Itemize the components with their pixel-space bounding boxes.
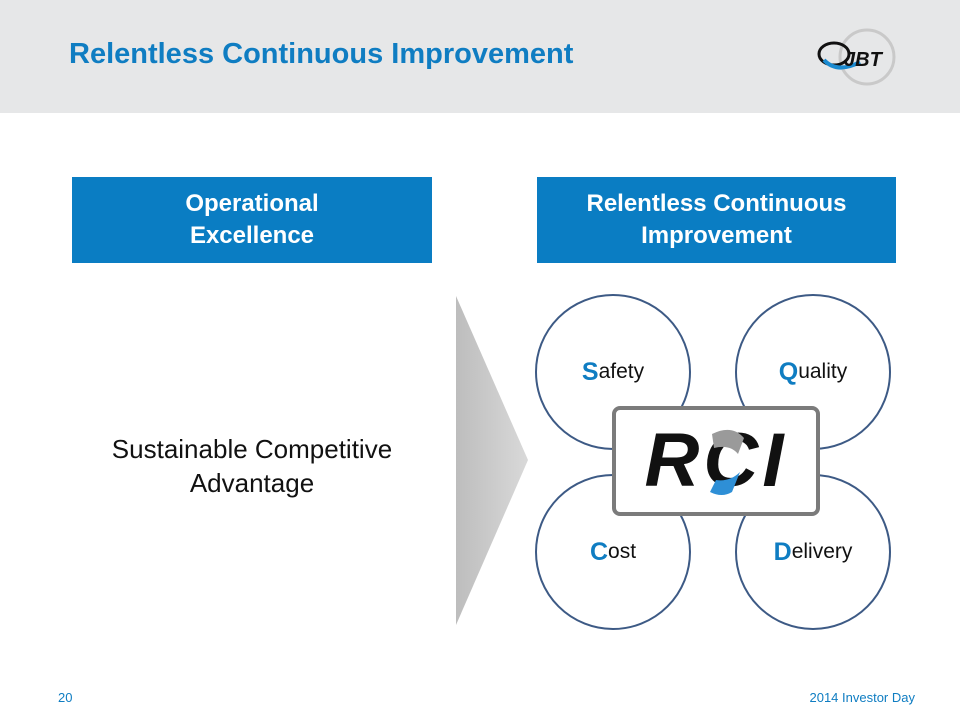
- circle-initial: D: [773, 537, 792, 566]
- circle-label: afety: [598, 360, 645, 383]
- box-label: Relentless Continuous Improvement: [586, 190, 847, 249]
- slide-title: Relentless Continuous Improvement: [69, 38, 574, 70]
- circle-initial: Q: [778, 357, 799, 386]
- circle-initial: C: [589, 537, 609, 566]
- circle-initial: S: [581, 357, 599, 386]
- box-label: Operational Excellence: [185, 190, 319, 249]
- jbt-logo: JBT: [812, 26, 902, 88]
- rci-logo: RCI: [612, 406, 820, 516]
- rci-swoosh-icon: [710, 429, 744, 495]
- footer-event: 2014 Investor Day: [809, 690, 915, 705]
- circle-label: elivery: [791, 540, 853, 563]
- arrow-icon: [456, 296, 528, 625]
- circle-label: ost: [608, 540, 637, 563]
- svg-text:JBT: JBT: [844, 49, 884, 71]
- header-band: [0, 0, 960, 113]
- rci-header-box: Relentless Continuous Improvement: [537, 177, 896, 263]
- operational-excellence-box: Operational Excellence: [72, 177, 432, 263]
- page-number: 20: [58, 690, 73, 705]
- sustainable-advantage-text: Sustainable Competitive Advantage: [111, 434, 393, 498]
- circle-label: uality: [798, 360, 848, 383]
